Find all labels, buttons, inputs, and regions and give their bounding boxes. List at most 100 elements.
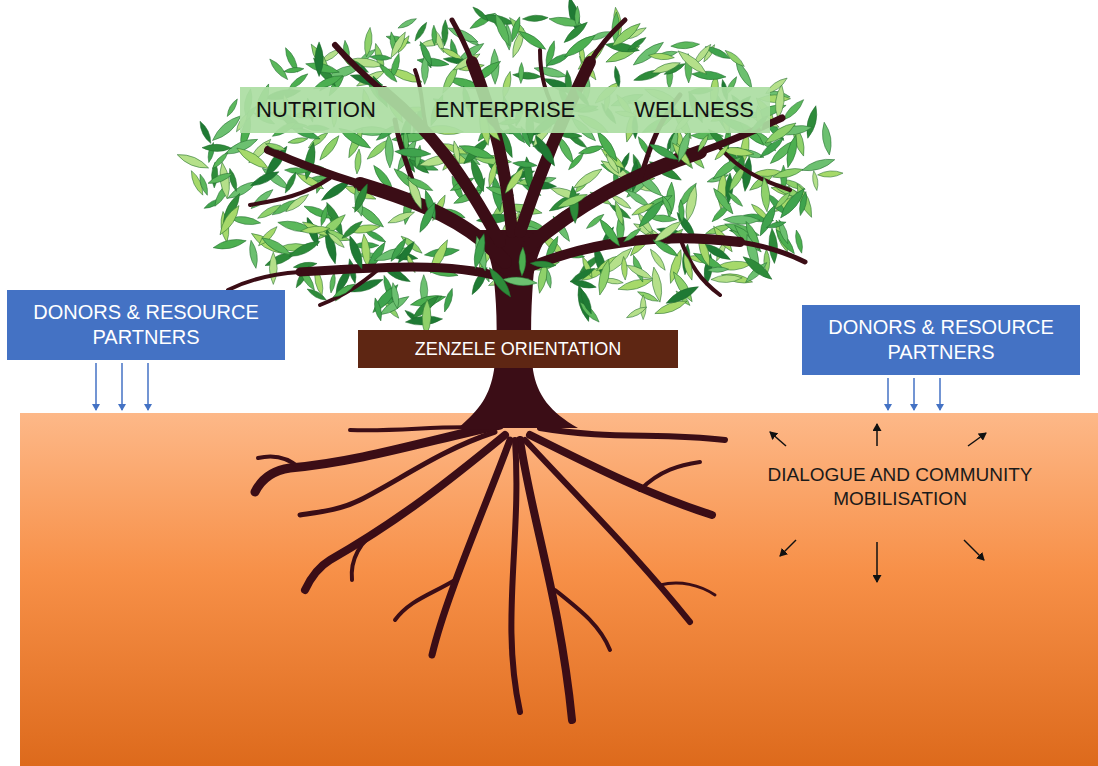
leaf (622, 227, 642, 244)
leaf (202, 144, 232, 152)
leaf (532, 133, 558, 168)
leaf (458, 142, 496, 163)
leaf (518, 247, 526, 276)
leaf (326, 231, 346, 250)
leaf (817, 170, 843, 178)
leaf (517, 28, 548, 52)
leaf (234, 144, 271, 172)
leaf (518, 62, 524, 83)
leaf (502, 275, 538, 287)
leaf (319, 205, 330, 227)
leaf (772, 166, 804, 181)
leaf (696, 133, 710, 153)
leaf (300, 225, 330, 235)
leaf (562, 20, 590, 46)
leaf (660, 194, 674, 214)
leaf (597, 217, 623, 249)
leaf (794, 229, 805, 253)
leaf (390, 282, 401, 309)
node-label: DONORS & RESOURCE PARTNERS (17, 300, 275, 350)
leaf (388, 30, 408, 59)
leaf (388, 237, 408, 263)
leaf (394, 147, 431, 158)
leaf (283, 171, 299, 194)
leaf (397, 16, 418, 30)
leaf (370, 282, 402, 316)
leaf (758, 135, 786, 159)
leaf (625, 262, 654, 282)
leaf (301, 219, 330, 239)
leaf (784, 134, 800, 169)
leaf (248, 240, 260, 269)
node-label: NUTRITION (256, 96, 376, 124)
leaf (225, 98, 239, 118)
leaf (378, 62, 399, 84)
leaf (678, 200, 685, 223)
leaf (766, 220, 787, 230)
leaf (613, 66, 622, 88)
leaf (723, 48, 746, 69)
ground-text: DIALOGUE AND COMMUNITY MOBILISATION (745, 463, 1055, 511)
leaf (363, 27, 374, 57)
leaf (387, 209, 416, 226)
leaf (613, 201, 626, 227)
leaf (207, 170, 234, 186)
leaf (269, 252, 277, 284)
leaf (804, 105, 820, 139)
leaf (777, 186, 808, 221)
leaf (621, 256, 628, 280)
soil-ground (20, 413, 1098, 766)
leaf (569, 265, 597, 284)
leaf (306, 287, 328, 303)
node-label: ZENZELE ORIENTATION (415, 338, 621, 361)
leaf (811, 170, 819, 191)
leaf (651, 59, 682, 76)
leaf (713, 143, 730, 161)
leaf (471, 5, 490, 22)
leaf (760, 177, 771, 212)
leaf (340, 219, 364, 241)
leaf (707, 267, 729, 273)
leaf (509, 16, 523, 43)
leaf (733, 59, 756, 90)
leaf (683, 184, 700, 222)
leaf (691, 70, 726, 81)
leaf (317, 133, 342, 162)
leaf (351, 182, 370, 213)
leaf (413, 21, 429, 42)
leaf (820, 122, 833, 156)
leaf (726, 190, 744, 208)
donor-box: DONORS & RESOURCE PARTNERS (7, 290, 285, 360)
leaf (332, 282, 357, 300)
ground-band: DIALOGUE AND COMMUNITY MOBILISATION (20, 413, 1098, 766)
node-label: ENTERPRISE (435, 96, 576, 124)
leaf (176, 151, 211, 172)
leaf (260, 234, 293, 258)
leaf (442, 288, 455, 313)
leaf (578, 288, 594, 315)
tree-trunk (228, 20, 805, 428)
orientation-box: ZENZELE ORIENTATION (358, 330, 678, 368)
leaf (512, 71, 541, 80)
leaf (651, 218, 684, 245)
leaf (681, 253, 695, 281)
leaf (723, 215, 760, 224)
category-band: NUTRITIONENTERPRISEWELLNESS (240, 87, 770, 133)
leaf (197, 120, 213, 145)
leaf (212, 237, 247, 252)
leaf (249, 168, 280, 189)
leaf (283, 66, 304, 74)
leaf (267, 57, 290, 82)
leaf (431, 25, 437, 45)
leaf (492, 12, 513, 47)
leaf (354, 149, 362, 174)
tree-roots (255, 425, 725, 720)
leaf (574, 6, 579, 27)
leaf (329, 272, 337, 293)
leaf (211, 151, 230, 170)
leaf (711, 274, 743, 283)
leaf (287, 238, 321, 260)
leaf (556, 191, 589, 211)
leaf (625, 305, 648, 320)
leaf-cluster (176, 16, 844, 336)
